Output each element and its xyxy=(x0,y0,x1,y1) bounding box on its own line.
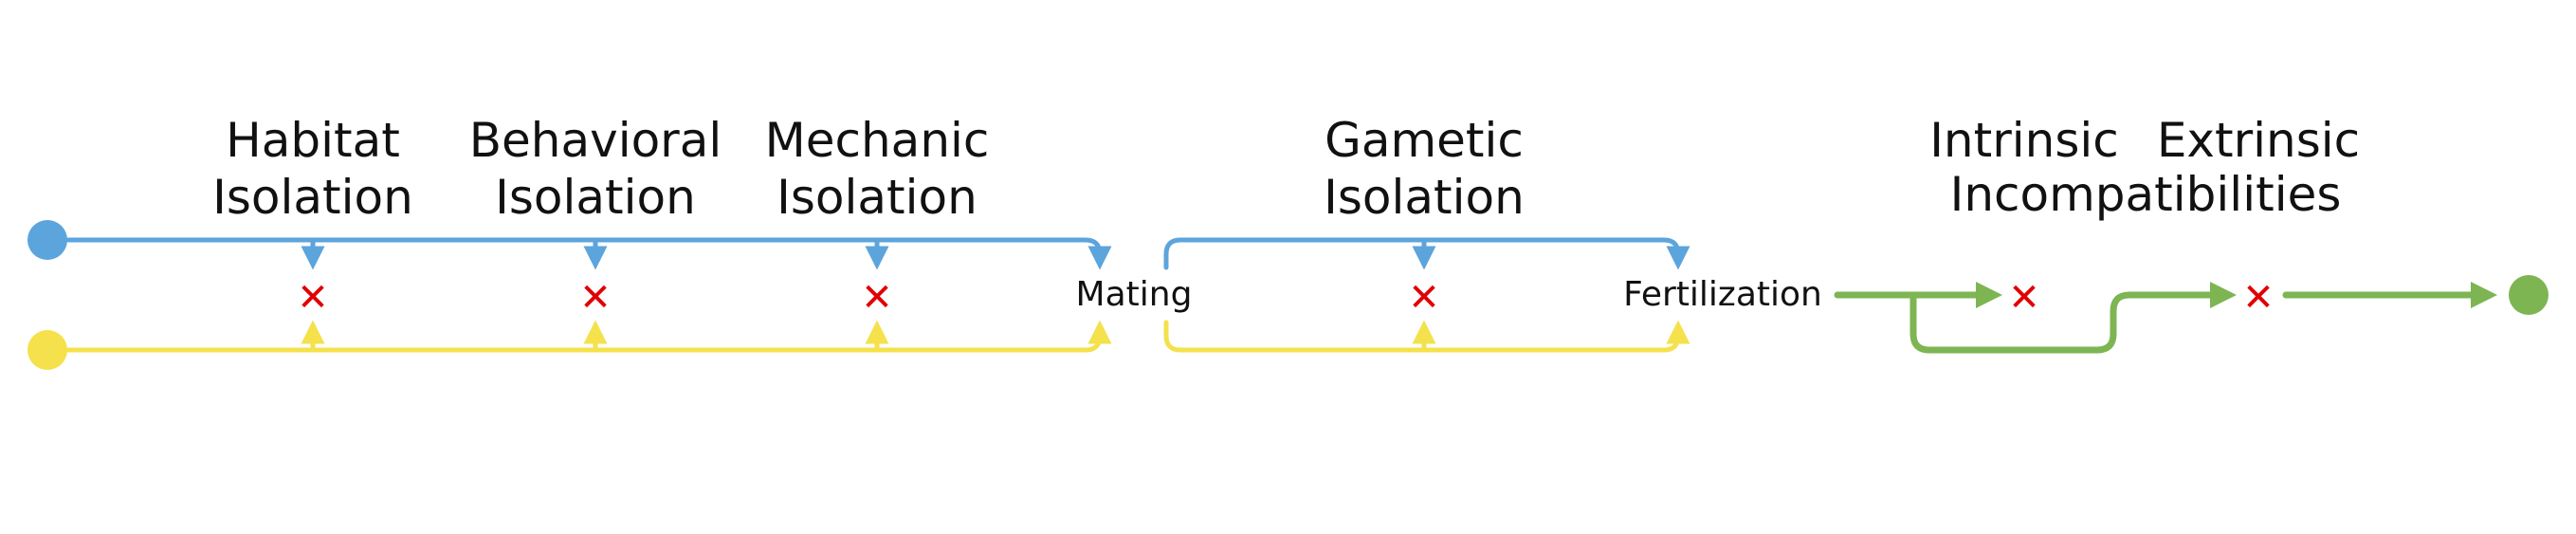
behavioral-title-line1: Behavioral xyxy=(469,113,722,168)
incompatibilities-title: Incompatibilities xyxy=(1950,167,2342,222)
gametic-block-mark: ✕ xyxy=(1408,276,1440,320)
habitat-title-line1: Habitat xyxy=(226,113,400,168)
behavioral-block-mark: ✕ xyxy=(579,276,612,320)
gametic-title-line1: Gametic xyxy=(1325,113,1524,168)
fertilization-label: Fertilization xyxy=(1623,275,1822,314)
species-a-line-to-fertilization xyxy=(1163,237,1690,270)
species-b-line-to-mating xyxy=(65,320,1112,353)
behavioral-title-line2: Isolation xyxy=(495,170,696,225)
extrinsic-title: Extrinsic xyxy=(2157,113,2360,168)
hybrid-pathway xyxy=(1834,275,2549,354)
hybrid-end-node xyxy=(2509,275,2549,315)
hybrid-bypass-line xyxy=(1909,282,2237,354)
species-a-pathway xyxy=(27,220,1690,270)
species-b-start-node xyxy=(27,330,67,370)
species-a-start-node xyxy=(27,220,67,260)
gametic-title-line2: Isolation xyxy=(1324,170,1525,225)
extrinsic-block-mark: ✕ xyxy=(2242,276,2275,320)
intrinsic-title: Intrinsic xyxy=(1929,113,2119,168)
mating-label: Mating xyxy=(1076,275,1193,314)
mechanic-title-line1: Mechanic xyxy=(765,113,990,168)
species-b-line-to-fertilization xyxy=(1163,320,1690,353)
mechanic-block-mark: ✕ xyxy=(861,276,893,320)
intrinsic-block-mark: ✕ xyxy=(2008,276,2040,320)
habitat-title-line2: Isolation xyxy=(212,170,413,225)
habitat-block-mark: ✕ xyxy=(297,276,329,320)
mechanic-title-line2: Isolation xyxy=(776,170,977,225)
species-b-pathway xyxy=(27,320,1690,370)
species-a-line-to-mating xyxy=(65,237,1112,270)
